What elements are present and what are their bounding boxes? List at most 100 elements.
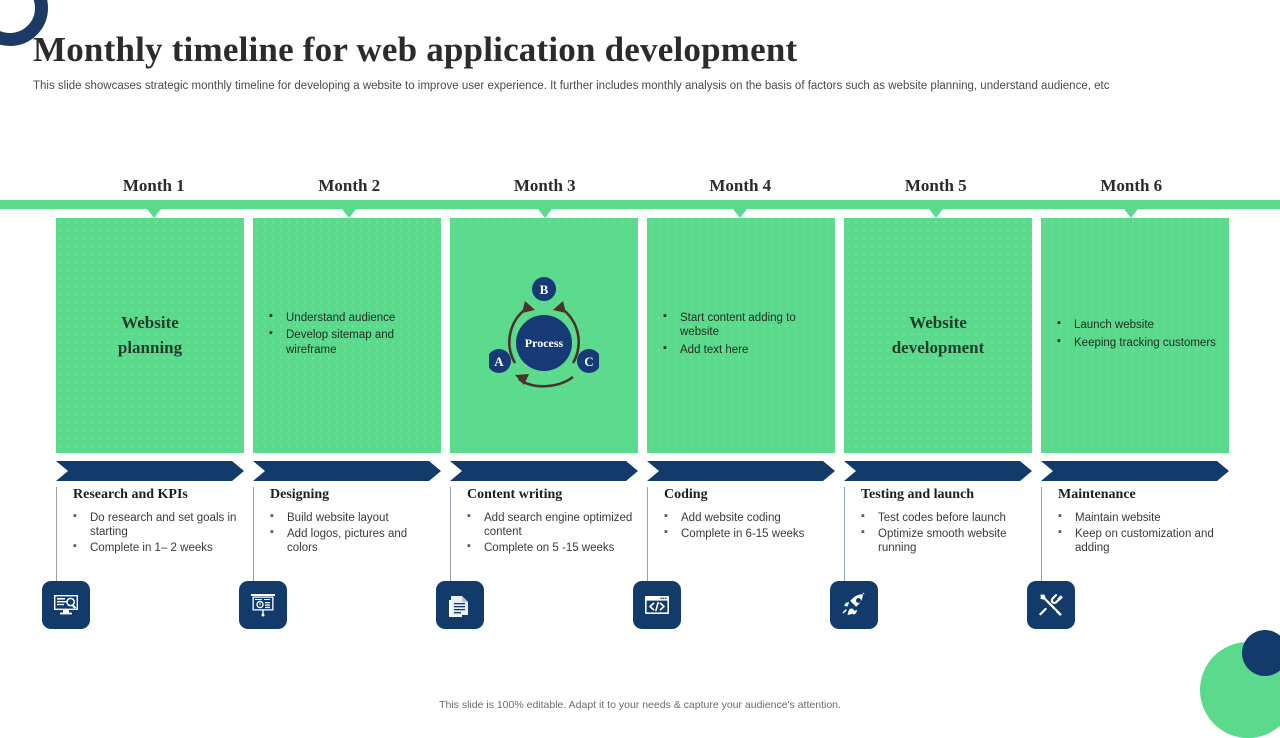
svg-text:B: B — [540, 282, 549, 297]
timeline-marker-cell-6 — [1034, 209, 1230, 221]
presentation-chart-icon[interactable] — [239, 581, 287, 629]
stage-icon-cell-5 — [830, 581, 1018, 629]
stage-title: Maintenance — [1058, 487, 1136, 502]
month-labels-row: Month 1 Month 2 Month 3 Month 4 Month 5 Month… — [56, 176, 1229, 200]
list-item: Understand audience — [269, 310, 429, 325]
timeline-markers-row — [56, 209, 1229, 221]
stage-title: Coding — [664, 487, 708, 502]
stage-detail-5[interactable]: Testing and launchTest codes before laun… — [844, 487, 1032, 587]
stage-arrow-banner-3 — [450, 461, 638, 481]
month-label-4: Month 4 — [709, 176, 772, 195]
month-label-5: Month 5 — [904, 176, 967, 195]
timeline-marker-cell-3 — [447, 209, 643, 221]
month-panel-heading-line1: Website — [121, 312, 179, 332]
triangle-down-icon — [537, 209, 552, 218]
list-item: Keeping tracking customers — [1057, 334, 1216, 350]
stage-icon-cell-1 — [42, 581, 230, 629]
stage-title: Content writing — [467, 487, 563, 502]
month-panel-heading: Website planning — [68, 311, 232, 360]
svg-text:A: A — [494, 354, 504, 369]
process-cycle-diagram: Process B A C — [462, 271, 626, 401]
list-item: Add website coding — [664, 510, 835, 525]
stage-arrow-banner-6 — [1041, 461, 1229, 481]
timeline-marker-cell-4 — [643, 209, 839, 221]
timeline-bar — [0, 200, 1280, 209]
list-item: Test codes before launch — [861, 510, 1032, 525]
stage-bullet-list: Add search engine optimized contentCompl… — [467, 510, 638, 555]
svg-text:Process: Process — [525, 336, 564, 350]
month-label-6: Month 6 — [1100, 176, 1163, 195]
decorative-circle-navy-bottom-right — [1242, 630, 1280, 676]
stage-bullet-list: Build website layoutAdd logos, pictures … — [270, 510, 441, 555]
month-label-1: Month 1 — [122, 176, 185, 195]
stage-detail-2[interactable]: DesigningBuild website layoutAdd logos, … — [253, 487, 441, 587]
month-panel-5[interactable]: Website development — [844, 218, 1032, 453]
stage-arrow-banner-5 — [844, 461, 1032, 481]
rocket-icon[interactable] — [830, 581, 878, 629]
stage-detail-3[interactable]: Content writingAdd search engine optimiz… — [450, 487, 638, 587]
stage-detail-1[interactable]: Research and KPIs Do research and set goa… — [56, 487, 244, 587]
svg-text:C: C — [584, 354, 593, 369]
stage-bullet-list: Do research and set goals in startingCom… — [73, 510, 244, 555]
triangle-down-icon — [733, 209, 748, 218]
list-item: Develop sitemap and wireframe — [269, 327, 429, 356]
month-panel-bullet-list: Start content adding to websiteAdd text … — [659, 310, 823, 359]
list-item: Complete in 1– 2 weeks — [73, 540, 244, 555]
document-icon[interactable] — [436, 581, 484, 629]
stage-bullet-list: Maintain websiteKeep on customization an… — [1058, 510, 1229, 555]
stage-icon-cell-3 — [436, 581, 624, 629]
triangle-down-icon — [146, 209, 161, 218]
list-item: Optimize smooth website running — [861, 526, 1032, 555]
month-panels-row: Website planning Understand audienceDevelo… — [56, 218, 1229, 453]
triangle-down-icon — [928, 209, 943, 218]
stage-arrow-banner-1 — [56, 461, 244, 481]
month-panel-1[interactable]: Website planning — [56, 218, 244, 453]
slide-footer-note: This slide is 100% editable. Adapt it to… — [439, 699, 841, 711]
month-panel-6[interactable]: Launch websiteKeeping tracking customers — [1041, 218, 1229, 453]
list-item: Add logos, pictures and colors — [270, 526, 441, 555]
stage-details-row: Research and KPIs Do research and set goa… — [56, 487, 1229, 587]
month-panel-heading-line2: development — [891, 337, 985, 357]
tools-icon[interactable] — [1027, 581, 1075, 629]
stage-detail-4[interactable]: CodingAdd website codingComplete in 6-15… — [647, 487, 835, 587]
stage-arrow-banner-2 — [253, 461, 441, 481]
timeline-marker-cell-2 — [252, 209, 448, 221]
stage-icon-cell-2 — [239, 581, 427, 629]
page-subtitle: This slide showcases strategic monthly t… — [33, 80, 1110, 93]
month-panel-2[interactable]: Understand audienceDevelop sitemap and w… — [253, 218, 441, 453]
month-label-3: Month 3 — [513, 176, 576, 195]
list-item: Maintain website — [1058, 510, 1229, 525]
stage-title: Testing and launch — [861, 487, 975, 502]
list-item: Start content adding to website — [663, 310, 823, 339]
month-panel-heading: Website development — [856, 311, 1020, 360]
stage-title: Research and KPIs — [73, 487, 188, 502]
timeline-marker-cell-1 — [56, 209, 252, 221]
slide-header: Monthly timeline for web application dev… — [33, 30, 1250, 94]
list-item: Complete in 6-15 weeks — [664, 526, 835, 541]
stage-arrow-banner-4 — [647, 461, 835, 481]
stage-icons-row — [42, 581, 1215, 629]
code-brackets-icon[interactable] — [633, 581, 681, 629]
list-item: Do research and set goals in starting — [73, 510, 244, 539]
stage-bullet-list: Test codes before launchOptimize smooth … — [861, 510, 1032, 555]
list-item: Add search engine optimized content — [467, 510, 638, 539]
month-panel-bullet-list: Understand audienceDevelop sitemap and w… — [265, 310, 429, 359]
stage-title: Designing — [270, 487, 330, 502]
timeline-marker-cell-5 — [838, 209, 1034, 221]
month-panel-heading-line2: planning — [117, 337, 183, 357]
stage-banners-row — [56, 461, 1229, 481]
list-item: Keep on customization and adding — [1058, 526, 1229, 555]
page-title: Monthly timeline for web application dev… — [33, 30, 798, 69]
list-item: Launch website — [1057, 317, 1216, 332]
stage-icon-cell-4 — [633, 581, 821, 629]
month-panel-4[interactable]: Start content adding to websiteAdd text … — [647, 218, 835, 453]
month-panel-bullet-list: Launch websiteKeeping tracking customers — [1053, 317, 1216, 352]
monitor-search-icon[interactable] — [42, 581, 90, 629]
triangle-down-icon — [342, 209, 357, 218]
month-panel-heading-line1: Website — [909, 312, 967, 332]
stage-bullet-list: Add website codingComplete in 6-15 weeks — [664, 510, 835, 541]
month-label-2: Month 2 — [318, 176, 381, 195]
stage-detail-6[interactable]: MaintenanceMaintain websiteKeep on custo… — [1041, 487, 1229, 587]
triangle-down-icon — [1124, 209, 1139, 218]
month-panel-3[interactable]: Process B A C — [450, 218, 638, 453]
